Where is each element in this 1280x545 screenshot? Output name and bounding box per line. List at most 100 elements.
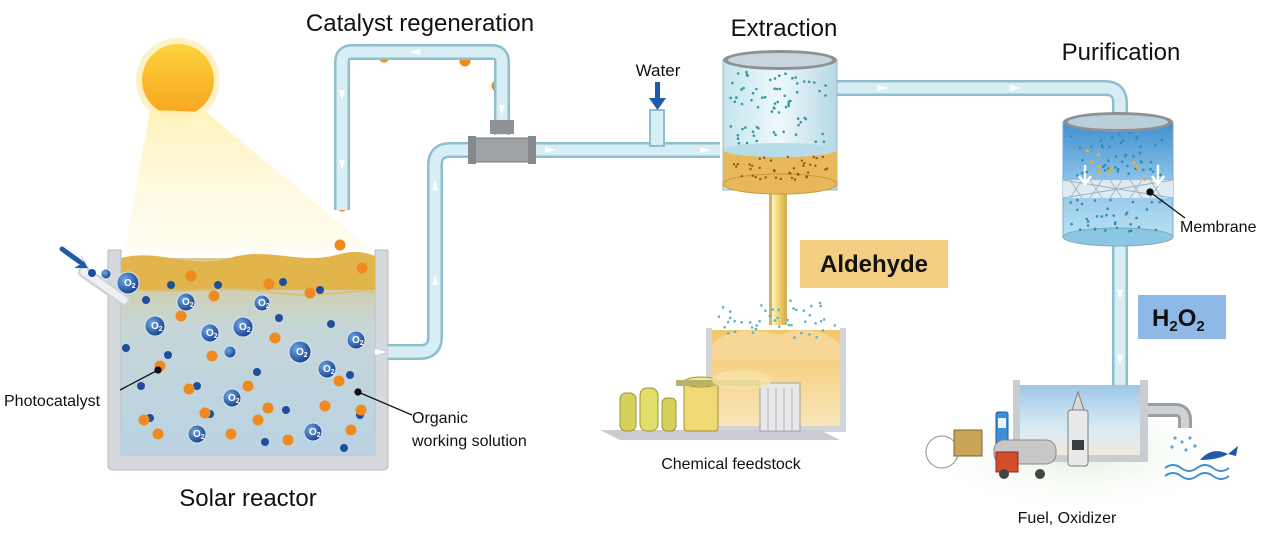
extraction-dot: [794, 133, 798, 136]
extraction-dot: [774, 133, 777, 137]
aldehyde-dot: [764, 176, 767, 179]
purification-dot: [1140, 161, 1143, 164]
aldehyde-dot: [779, 177, 782, 181]
spray-dot: [793, 336, 796, 339]
o2-bubble: O2: [200, 323, 220, 343]
purification-dot: [1129, 223, 1132, 226]
o2-dot: [142, 296, 150, 304]
aldehyde-dot: [758, 166, 761, 169]
extraction-dot: [795, 90, 799, 94]
purification-dot: [1129, 229, 1133, 232]
spray-dot: [751, 331, 755, 334]
purification-dot: [1085, 217, 1088, 221]
extraction-dot: [818, 89, 821, 93]
extraction-dot: [784, 105, 788, 109]
catalyst-particle: [252, 414, 264, 426]
o2-dot: [167, 281, 175, 289]
purification-dot: [1116, 170, 1120, 173]
purification-label: Purification: [1062, 39, 1181, 66]
catalyst-particle: [345, 424, 357, 436]
o2-dot: [137, 382, 145, 390]
spray-dot: [723, 326, 726, 329]
aldehyde-dot: [749, 167, 752, 171]
extraction-dot: [814, 140, 818, 143]
spray-dot: [819, 319, 823, 323]
aldehyde-dot: [772, 168, 776, 172]
extraction-dot: [736, 137, 740, 140]
spray-dot: [818, 301, 822, 305]
catalyst-particle: [282, 434, 294, 446]
purification-dot: [1125, 211, 1129, 214]
aldehyde-dot: [740, 175, 743, 178]
purification-tank: [1062, 112, 1174, 247]
extraction-dot: [795, 82, 799, 85]
o2-bubble: O2: [303, 422, 323, 442]
o2-bubble: O2: [232, 316, 254, 338]
spray-dot: [728, 310, 732, 313]
purification-dot: [1108, 145, 1111, 148]
purification-dot: [1100, 144, 1104, 147]
extraction-dot: [778, 74, 781, 77]
extraction-dot: [735, 96, 738, 99]
extraction-dot: [729, 96, 732, 100]
aldehyde-spray: [717, 299, 837, 339]
o2-dot: [282, 406, 290, 414]
extraction-dot: [763, 95, 767, 99]
aldehyde-dot: [762, 156, 766, 159]
o2-dot: [88, 269, 96, 277]
pipe-network: [334, 44, 1128, 385]
spray-dot: [800, 331, 803, 335]
organic-label-line1: Organic: [412, 410, 468, 427]
purification-dot: [1135, 135, 1139, 138]
catalyst-particle: [183, 383, 195, 395]
aldehyde-dot: [814, 164, 817, 167]
svg-text:O2: O2: [228, 393, 240, 405]
spray-dot: [802, 309, 805, 312]
aldehyde-dot: [812, 155, 815, 159]
catalyst-particle: [185, 270, 197, 282]
purification-yellow-dot: [1142, 177, 1146, 181]
spray-dot: [789, 299, 792, 303]
purification-dot: [1114, 155, 1118, 158]
extraction-dot: [736, 134, 740, 137]
catalyst-particle: [199, 407, 211, 419]
extraction-dot: [794, 76, 797, 79]
spray-dot: [733, 330, 737, 334]
aldehyde-dot: [751, 174, 754, 177]
flow-arrows: [339, 49, 1123, 365]
purification-dot: [1132, 155, 1135, 158]
extraction-dot: [776, 100, 780, 104]
purification-dot: [1114, 166, 1117, 169]
extraction-dot: [772, 131, 776, 134]
water-label: Water: [636, 61, 681, 80]
spray-dot: [758, 319, 761, 323]
purification-dot: [1137, 225, 1141, 229]
purification-dot: [1128, 131, 1131, 135]
purification-dot: [1123, 155, 1127, 158]
o2-bubble: O2: [187, 424, 207, 444]
aldehyde-dot: [793, 178, 797, 181]
spray-dot: [733, 319, 736, 323]
catalyst-particle: [225, 428, 237, 440]
extraction-dot: [787, 104, 790, 108]
purification-dot: [1158, 200, 1162, 204]
spray-dot: [795, 308, 798, 312]
spray-dot: [822, 318, 826, 321]
extraction-dots: [729, 70, 829, 181]
svg-text:O2: O2: [151, 321, 163, 333]
spray-dot: [740, 320, 743, 324]
spray-dot: [821, 329, 825, 332]
catalyst-particle: [152, 428, 164, 440]
aldehyde-dot: [758, 157, 761, 160]
extraction-dot: [769, 78, 772, 82]
o2-bubble: [223, 345, 237, 359]
purification-dot: [1126, 164, 1129, 168]
svg-text:O2: O2: [323, 364, 335, 376]
extraction-dot: [773, 102, 777, 105]
purification-yellow-dot: [1097, 164, 1101, 168]
extraction-dot: [755, 87, 758, 91]
purification-dot: [1104, 229, 1107, 232]
spray-dot: [808, 333, 811, 336]
extraction-dot: [737, 142, 741, 145]
